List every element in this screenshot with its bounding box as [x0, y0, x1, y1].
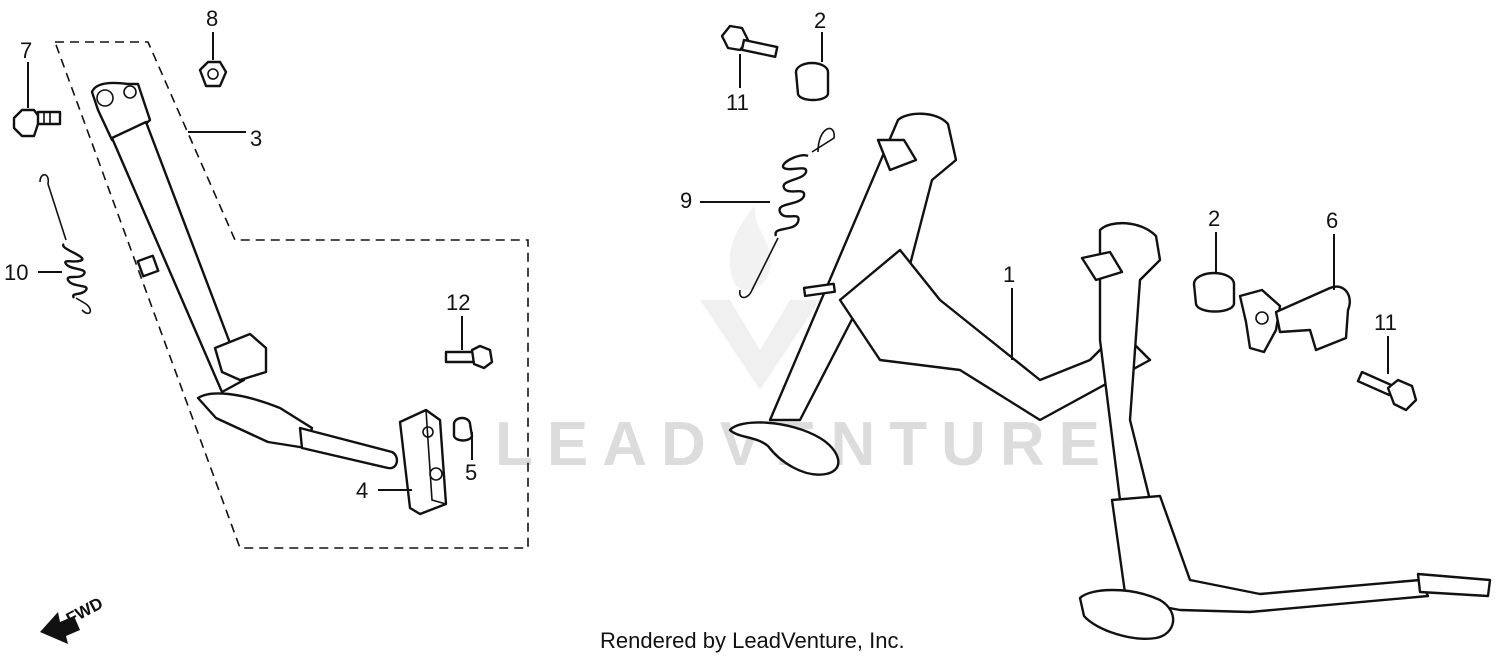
callout-11-right: 11: [1374, 310, 1397, 335]
callout-8: 8: [206, 6, 218, 31]
bolt-7: [12, 108, 62, 138]
callout-9: 9: [680, 188, 692, 213]
fwd-label: FWD: [63, 594, 106, 629]
bolt-11-top: [720, 24, 779, 59]
callout-11-top: 11: [726, 90, 749, 115]
collar-2-right: [1192, 271, 1236, 313]
sidestand-group-outline: [54, 41, 529, 549]
callout-7: 7: [20, 38, 32, 63]
bolt-12: [444, 344, 494, 370]
watermark-logo-icon: [700, 205, 820, 390]
callout-2-top: 2: [814, 8, 826, 33]
fwd-arrow-icon: [40, 612, 80, 644]
callout-2-right: 2: [1208, 206, 1220, 231]
footer-credit: Rendered by LeadVenture, Inc.: [600, 628, 905, 653]
sidestand-3: [90, 81, 399, 470]
mainstand-1: [728, 112, 1492, 640]
pad-4: [398, 408, 448, 516]
callout-6: 6: [1326, 208, 1338, 233]
callout-4: 4: [356, 478, 368, 503]
collar-2-top: [794, 61, 830, 102]
callout-1: 1: [1003, 262, 1015, 287]
callout-3: 3: [250, 126, 262, 151]
bolt-11-right: [1356, 370, 1418, 412]
callout-12: 12: [446, 290, 470, 315]
spring-9: [738, 127, 835, 299]
spring-10: [39, 173, 92, 315]
callout-5: 5: [465, 460, 477, 485]
collar-5: [452, 416, 474, 442]
nut-8: [198, 60, 228, 88]
bracket-6: [1238, 285, 1351, 354]
callout-10: 10: [4, 260, 28, 285]
